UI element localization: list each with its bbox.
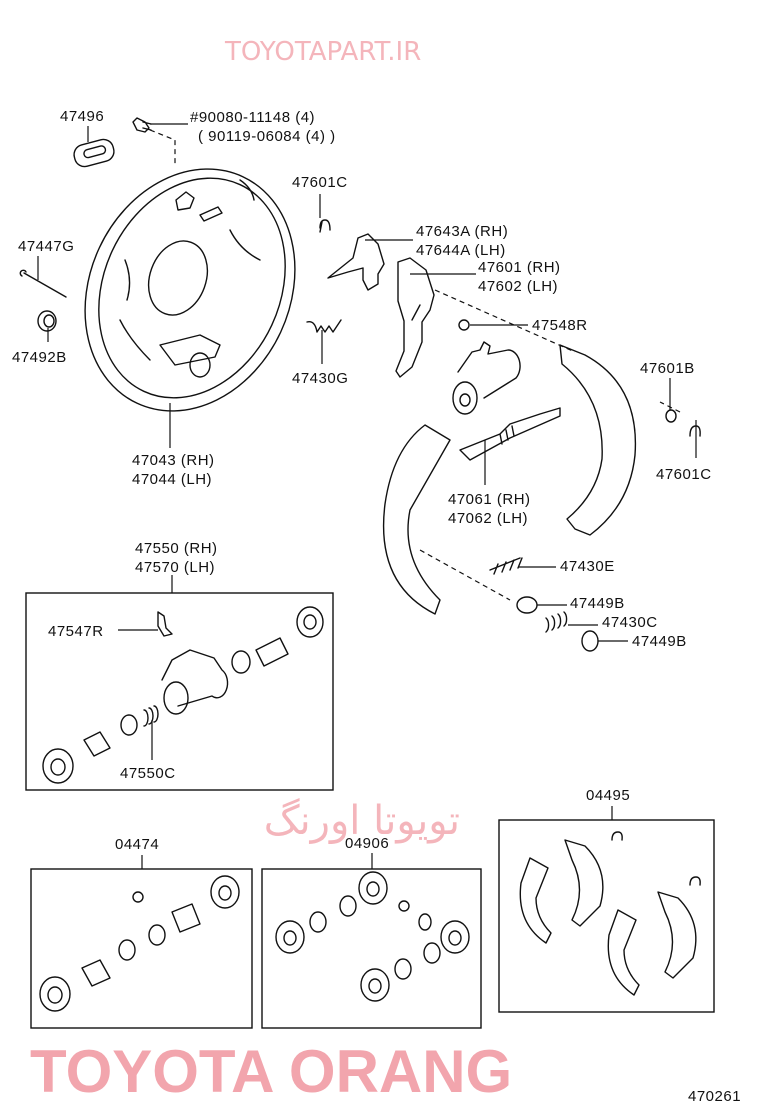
parking-lever-47601 [395, 257, 435, 378]
clip-47601c [319, 219, 331, 233]
brake-shoe-front [382, 424, 451, 615]
retainer-47449b-2 [581, 630, 599, 652]
label-47062: 47062 (LH) [448, 510, 528, 527]
clip-47548r [458, 319, 470, 331]
kit-box-04474 [30, 868, 253, 1029]
clip-47601c-lower [689, 425, 701, 437]
watermark-persian: تویوتا اورنگ [264, 798, 460, 844]
label-47061: 47061 (RH) [448, 491, 531, 508]
label-47430g: 47430G [292, 370, 348, 387]
label-kit-04906: 04906 [345, 835, 389, 852]
kit-box-04906 [261, 868, 482, 1029]
kit-box-47550 [25, 592, 334, 791]
label-47449b-b: 47449B [632, 633, 687, 650]
watermark: TOYOTA ORANG تویوتا اورنگ TOYOTAPART.IR [30, 37, 512, 1105]
watermark-site: TOYOTAPART.IR [224, 37, 421, 67]
label-bolt-90080: #90080-11148 (4) [190, 109, 315, 126]
label-47548r: 47548R [532, 317, 588, 334]
spring-47430c [545, 611, 568, 633]
label-47449b-a: 47449B [570, 595, 625, 612]
label-47601c-bottom: 47601C [656, 466, 712, 483]
diagram-number: 470261 [688, 1088, 741, 1105]
wheel-cylinder-assembly [452, 341, 521, 415]
label-47430e: 47430E [560, 558, 615, 575]
lever-47643a [327, 233, 385, 291]
label-47492b: 47492B [12, 349, 67, 366]
label-kit-04474: 04474 [115, 836, 159, 853]
label-kit-04495: 04495 [586, 787, 630, 804]
kit-box-04495 [498, 819, 715, 1013]
label-47643a: 47643A (RH) [416, 223, 508, 240]
label-47601: 47601 (RH) [478, 259, 561, 276]
label-47601c-top: 47601C [292, 174, 348, 191]
spring-47430e [489, 557, 523, 575]
label-47601b: 47601B [640, 360, 695, 377]
watermark-brand: TOYOTA ORANG [30, 1038, 512, 1105]
plug-47496 [73, 138, 115, 168]
label-47550: 47550 (RH) [135, 540, 218, 557]
label-47043: 47043 (RH) [132, 452, 215, 469]
label-47644a: 47644A (LH) [416, 242, 506, 259]
spring-47430g [306, 319, 342, 333]
backing-plate-47043 [84, 168, 296, 412]
adjuster-47061 [459, 407, 561, 461]
label-47044: 47044 (LH) [132, 471, 212, 488]
label-47547r: 47547R [48, 623, 104, 640]
washer-47601b [665, 409, 677, 423]
pin-47447g [19, 269, 67, 298]
label-47430c: 47430C [602, 614, 658, 631]
brake-shoe-rear [559, 344, 637, 536]
part-labels: 47496 #90080-11148 (4) ( 90119-06084 (4)… [12, 108, 741, 1105]
label-47602: 47602 (LH) [478, 278, 558, 295]
kit-04495-shoes [519, 831, 701, 996]
kit-04906-parts [275, 871, 470, 1002]
label-47550c: 47550C [120, 765, 176, 782]
label-47570: 47570 (LH) [135, 559, 215, 576]
leader-lines [37, 123, 697, 869]
retainer-47449b [516, 596, 538, 614]
bolt-90080 [132, 117, 176, 165]
label-bolt-90119: ( 90119-06084 (4) ) [198, 128, 336, 145]
label-47447g: 47447G [18, 238, 74, 255]
kit-04474-parts [39, 875, 240, 1012]
wheel-cylinder-exploded [42, 606, 324, 784]
grommet-47492b [37, 310, 57, 332]
label-47496: 47496 [60, 108, 104, 125]
